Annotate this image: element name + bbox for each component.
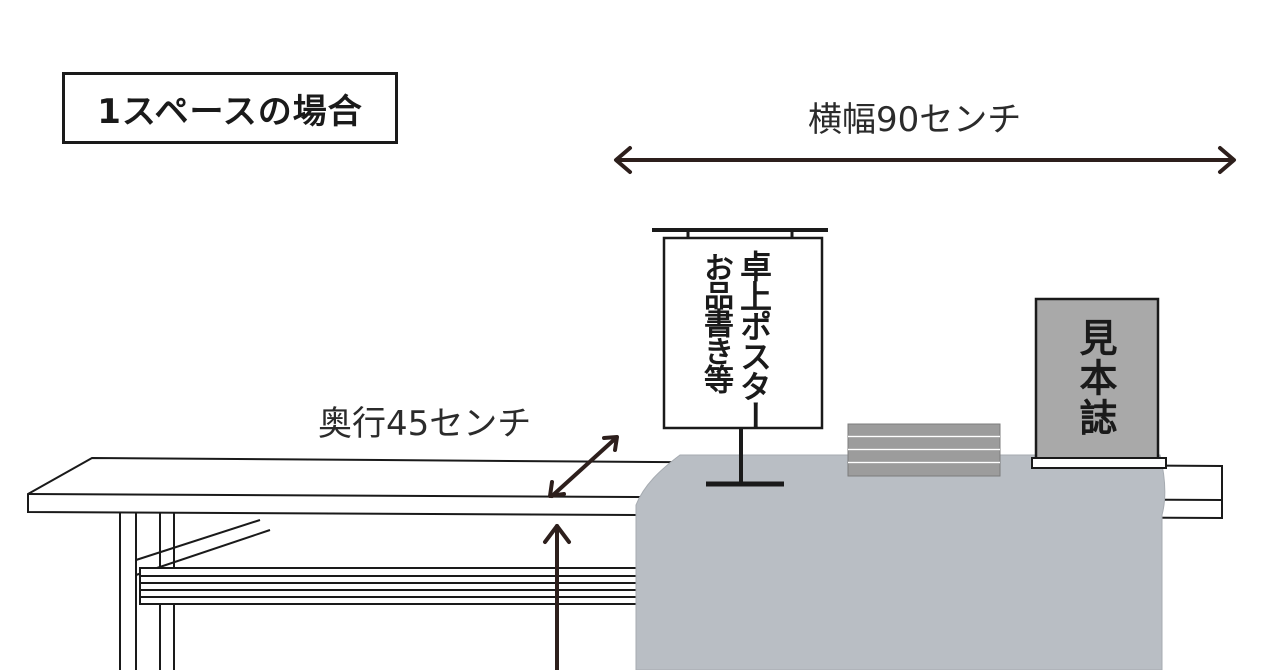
height-arrow [543, 524, 571, 670]
book-stack [847, 423, 1001, 477]
page-title: 1スペースの場合 [62, 72, 398, 144]
width-arrow [614, 146, 1236, 174]
sample-book-label: 見本誌 [1073, 318, 1117, 438]
poster-stand [652, 228, 828, 487]
sample-book [1031, 297, 1167, 469]
poster-text-line2: お品書き等 [698, 252, 733, 392]
depth-dimension-label: 奥行45センチ [318, 404, 532, 444]
width-dimension-label: 横幅90センチ [808, 100, 1022, 140]
tablecloth [635, 454, 1166, 670]
depth-arrow [548, 435, 619, 498]
poster-text-line1: 卓上ポスター [735, 250, 773, 430]
table-shelf [139, 567, 641, 605]
